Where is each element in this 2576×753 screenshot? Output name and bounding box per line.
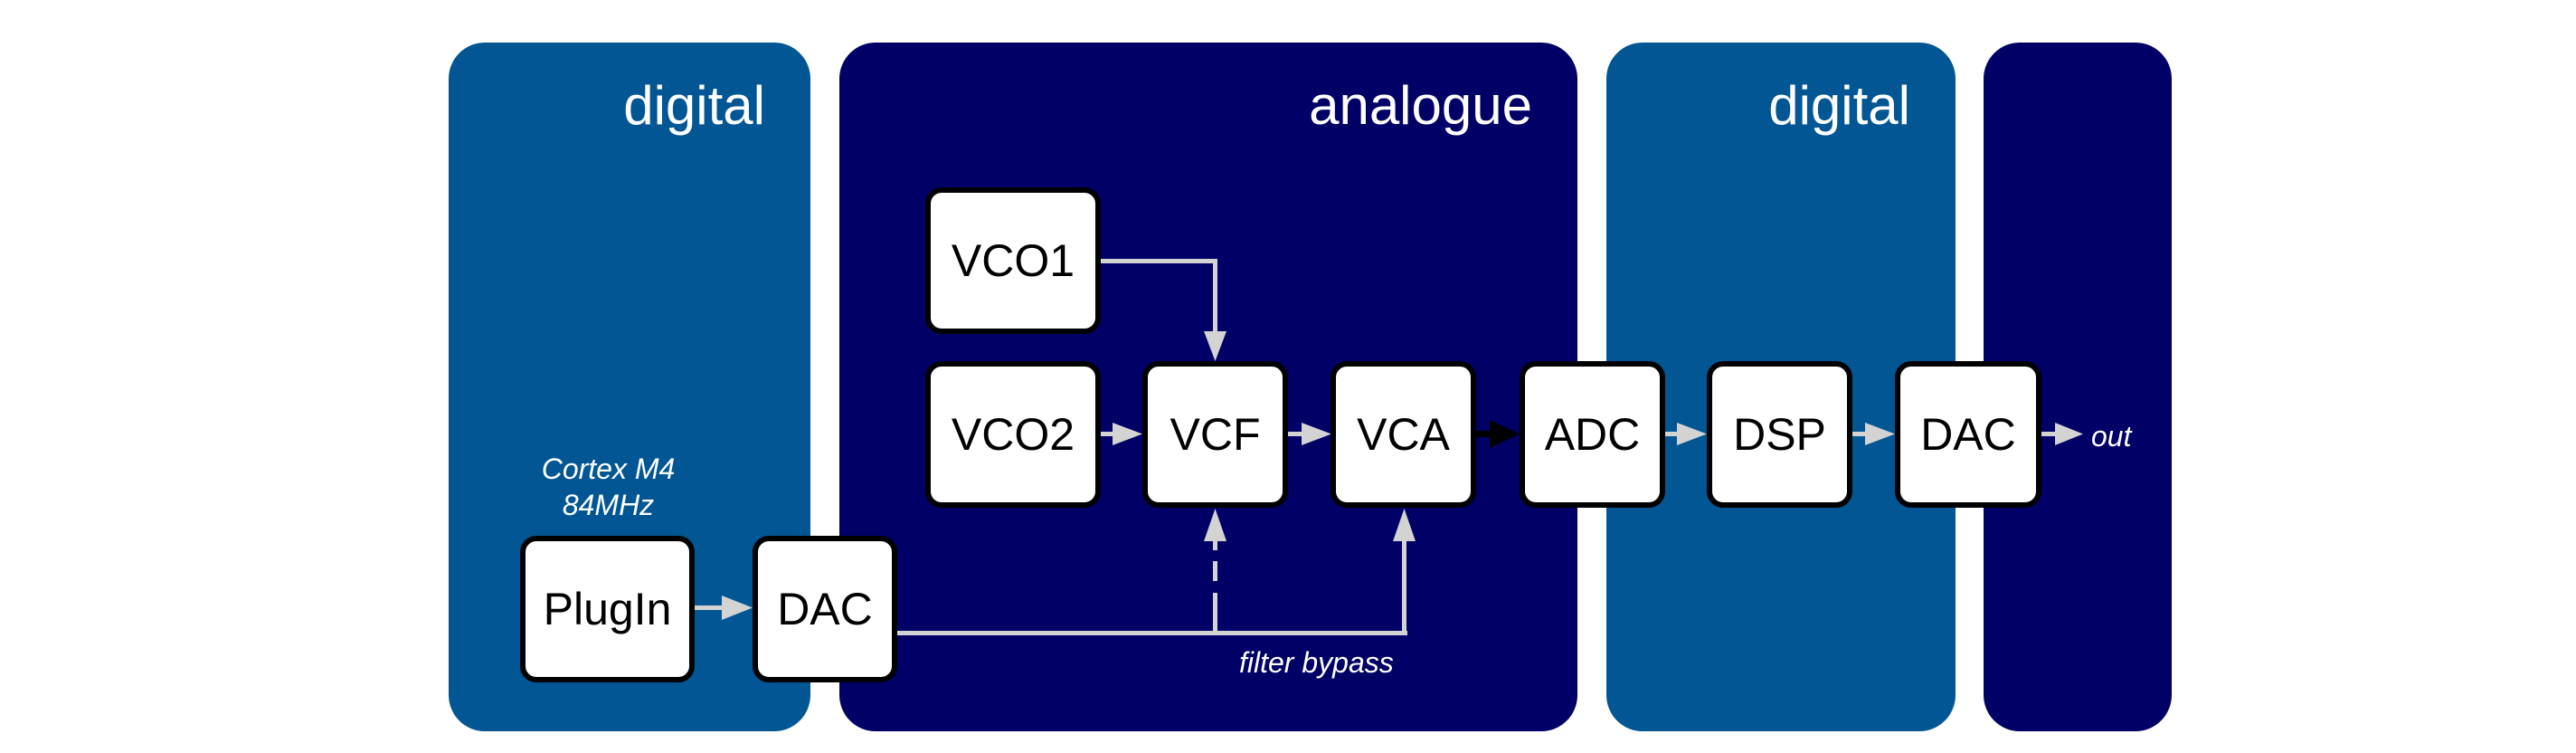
cpu-label: Cortex M4 84MHz xyxy=(534,451,683,523)
dsp-block[interactable]: DSP xyxy=(1707,361,1852,508)
vcf-block[interactable]: VCF xyxy=(1142,361,1288,508)
plugin-block[interactable]: PlugIn xyxy=(520,536,695,682)
panel-title-analogue: analogue xyxy=(1309,75,1532,136)
dac-output-block[interactable]: DAC xyxy=(1895,361,2041,508)
adc-block[interactable]: ADC xyxy=(1520,361,1665,508)
dac-input-block[interactable]: DAC xyxy=(753,536,897,682)
filter-bypass-label: filter bypass xyxy=(1239,646,1394,679)
output-label: out xyxy=(2091,420,2132,453)
cpu-name: Cortex M4 xyxy=(541,453,676,485)
vco1-block[interactable]: VCO1 xyxy=(925,187,1101,334)
panel-title-digital-right: digital xyxy=(1768,75,1910,136)
cpu-clock: 84MHz xyxy=(562,489,655,521)
panel-title-digital: digital xyxy=(623,75,765,136)
vco2-block[interactable]: VCO2 xyxy=(925,361,1101,508)
vca-block[interactable]: VCA xyxy=(1331,361,1476,508)
